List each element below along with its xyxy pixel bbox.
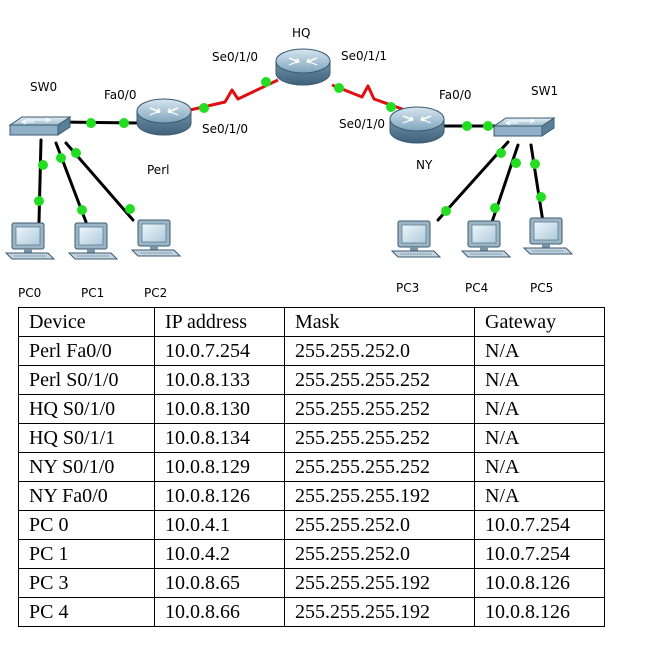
router-icon[interactable]	[275, 48, 331, 86]
cell-device: Perl S0/1/0	[18, 365, 155, 395]
ny-se-label: Se0/1/0	[339, 117, 385, 131]
cell-ip-address: 10.0.8.130	[154, 394, 285, 424]
hq-label: HQ	[292, 26, 310, 40]
cell-mask: 255.255.255.192	[284, 597, 475, 627]
cell-mask: 255.255.255.252	[284, 423, 475, 453]
cell-mask: 255.255.252.0	[284, 510, 475, 540]
cell-gateway: N/A	[474, 394, 605, 424]
cell-ip-address: 10.0.8.134	[154, 423, 285, 453]
cell-mask: 255.255.255.252	[284, 394, 475, 424]
cell-mask: 255.255.255.192	[284, 568, 475, 598]
cell-device: Perl Fa0/0	[18, 336, 155, 366]
cell-ip-address: 10.0.8.133	[154, 365, 285, 395]
link-sw1-pc5	[529, 143, 545, 224]
switch-icon[interactable]	[9, 116, 71, 136]
pc5-label: PC5	[530, 281, 553, 295]
pc-icon[interactable]	[131, 219, 181, 257]
sw0-label: SW0	[30, 80, 57, 94]
cell-gateway: 10.0.8.126	[474, 597, 605, 627]
pc0-label: PC0	[18, 286, 41, 300]
cell-gateway: N/A	[474, 365, 605, 395]
cell-mask: 255.255.252.0	[284, 539, 475, 569]
addressing-table: Device IP address Mask Gateway Perl Fa0/…	[18, 307, 605, 627]
cell-mask: 255.255.255.192	[284, 481, 475, 511]
cell-device: PC 0	[18, 510, 155, 540]
link-perl-hq	[189, 78, 279, 112]
cell-gateway: N/A	[474, 452, 605, 482]
cell-ip-address: 10.0.4.2	[154, 539, 285, 569]
router-icon[interactable]	[136, 98, 192, 136]
ny-fa-label: Fa0/0	[439, 88, 471, 102]
pc1-label: PC1	[81, 286, 104, 300]
pc-icon[interactable]	[391, 220, 441, 258]
header-gateway: Gateway	[474, 307, 605, 337]
header-ip-address: IP address	[154, 307, 285, 337]
pc-icon[interactable]	[5, 222, 55, 260]
table-header-row: Device IP address Mask Gateway	[18, 307, 605, 337]
cell-mask: 255.255.255.252	[284, 365, 475, 395]
cell-gateway: 10.0.7.254	[474, 510, 605, 540]
pc-icon[interactable]	[523, 217, 573, 255]
cell-ip-address: 10.0.4.1	[154, 510, 285, 540]
cell-device: HQ S0/1/0	[18, 394, 155, 424]
cell-gateway: 10.0.7.254	[474, 539, 605, 569]
switch-icon[interactable]	[493, 117, 555, 137]
router-icon[interactable]	[389, 106, 445, 144]
pc-icon[interactable]	[461, 220, 511, 258]
cell-device: PC 1	[18, 539, 155, 569]
header-device: Device	[18, 307, 155, 337]
pc3-label: PC3	[396, 281, 419, 295]
pc2-label: PC2	[144, 286, 167, 300]
cell-ip-address: 10.0.7.254	[154, 336, 285, 366]
cell-ip-address: 10.0.8.126	[154, 481, 285, 511]
perl-label: Perl	[147, 163, 169, 177]
cell-device: NY S0/1/0	[18, 452, 155, 482]
cell-ip-address: 10.0.8.66	[154, 597, 285, 627]
cell-mask: 255.255.255.252	[284, 452, 475, 482]
link-hq-ny	[331, 83, 406, 112]
header-mask: Mask	[284, 307, 475, 337]
hq-se1-label: Se0/1/1	[341, 49, 387, 63]
cell-ip-address: 10.0.8.65	[154, 568, 285, 598]
perl-fa-label: Fa0/0	[104, 88, 136, 102]
cell-gateway: 10.0.8.126	[474, 568, 605, 598]
cell-mask: 255.255.252.0	[284, 336, 475, 366]
network-topology-diagram: SW0 SW1 Perl HQ NY PC0 PC1 PC2 PC3 PC4 P…	[5, 26, 573, 300]
pc-icon[interactable]	[68, 222, 118, 260]
cell-device: PC 4	[18, 597, 155, 627]
cell-gateway: N/A	[474, 423, 605, 453]
link-sw0-pc0	[37, 138, 43, 224]
serial-links	[189, 78, 406, 112]
cell-device: NY Fa0/0	[18, 481, 155, 511]
cell-device: PC 3	[18, 568, 155, 598]
perl-se-label: Se0/1/0	[202, 122, 248, 136]
cell-device: HQ S0/1/1	[18, 423, 155, 453]
ny-label: NY	[416, 158, 433, 172]
cell-ip-address: 10.0.8.129	[154, 452, 285, 482]
pc4-label: PC4	[465, 281, 488, 295]
hq-se0-label: Se0/1/0	[212, 50, 258, 64]
cell-gateway: N/A	[474, 336, 605, 366]
sw1-label: SW1	[531, 84, 558, 98]
link-sw1-pc3	[436, 140, 510, 222]
link-status-lights	[34, 77, 546, 216]
cell-gateway: N/A	[474, 481, 605, 511]
ethernet-links	[37, 120, 545, 224]
